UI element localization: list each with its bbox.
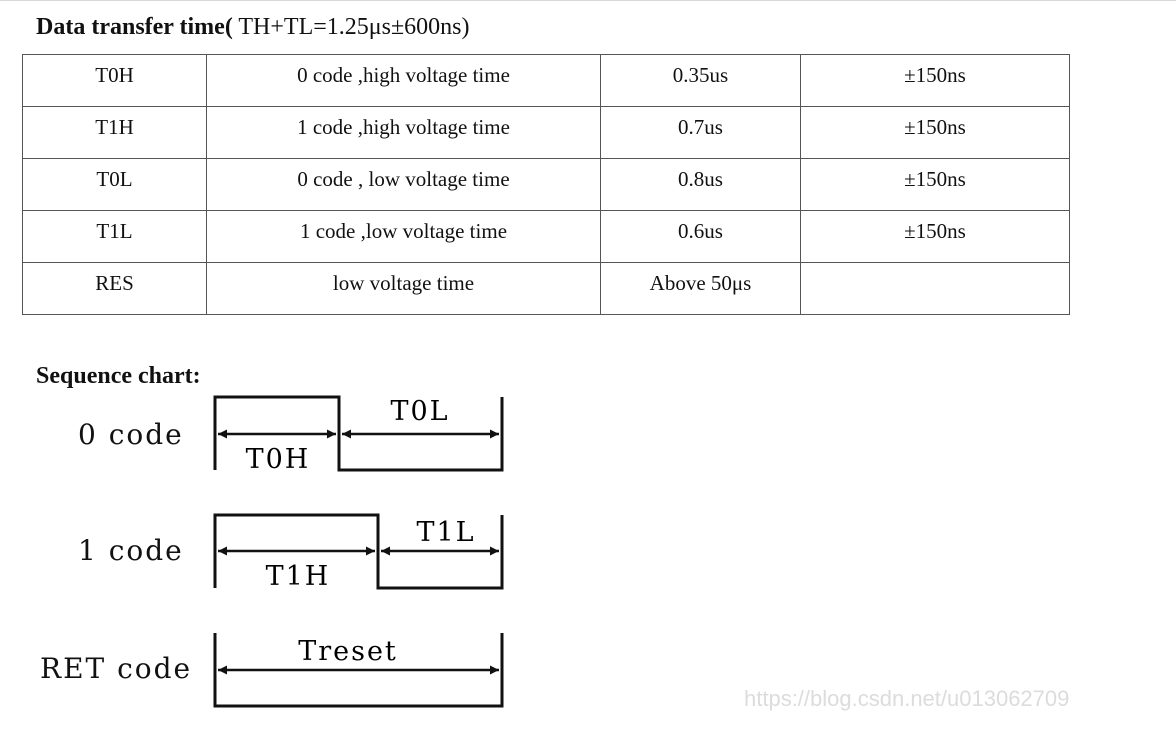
zero-code-waveform: T0H T0L [213, 395, 504, 475]
timing-table: T0H 0 code ,high voltage time 0.35us ±15… [22, 54, 1070, 315]
t1l-label: T1L [416, 517, 475, 548]
table-cell-description: low voltage time [206, 262, 601, 315]
table-cell-value: 0.6us [600, 210, 801, 263]
table-cell-tolerance: ±150ns [800, 210, 1070, 263]
table-cell-symbol: T0L [22, 158, 207, 211]
title-formula: TH+TL=1.25μs±600ns) [232, 14, 470, 40]
ret-code-label: RET code [40, 652, 193, 685]
table-cell-tolerance: ±150ns [800, 54, 1070, 107]
treset-label: Treset [298, 636, 398, 667]
watermark: https://blog.csdn.net/u013062709 [744, 686, 1070, 711]
table-cell-value: Above 50μs [600, 262, 801, 315]
table-cell-tolerance: ±150ns [800, 158, 1070, 211]
table-row: T0L 0 code , low voltage time 0.8us ±150… [22, 158, 1070, 211]
page-title: Data transfer time( TH+TL=1.25μs±600ns) [36, 12, 470, 42]
one-code-label: 1 code [78, 534, 184, 567]
table-cell-description: 1 code ,low voltage time [206, 210, 601, 263]
table-row: T0H 0 code ,high voltage time 0.35us ±15… [22, 54, 1070, 107]
sequence-chart-title: Sequence chart: [36, 363, 201, 389]
table-cell-value: 0.7us [600, 106, 801, 159]
table-cell-value: 0.8us [600, 158, 801, 211]
table-row: T1L 1 code ,low voltage time 0.6us ±150n… [22, 210, 1070, 263]
table-cell-tolerance [800, 262, 1070, 315]
t0l-label: T0L [390, 396, 449, 427]
table-cell-tolerance: ±150ns [800, 106, 1070, 159]
title-bold: Data transfer time( [36, 14, 233, 40]
zero-code-label: 0 code [78, 418, 184, 451]
table-cell-symbol: T0H [22, 54, 207, 107]
one-code-waveform: T1H T1L [213, 513, 504, 592]
top-divider [0, 0, 1176, 1]
t0h-label: T0H [246, 444, 311, 475]
table-row: RES low voltage time Above 50μs [22, 262, 1070, 315]
table-cell-description: 1 code ,high voltage time [206, 106, 601, 159]
table-cell-symbol: RES [22, 262, 207, 315]
table-row: T1H 1 code ,high voltage time 0.7us ±150… [22, 106, 1070, 159]
table-cell-symbol: T1H [22, 106, 207, 159]
t1h-label: T1H [266, 561, 331, 592]
ret-code-waveform: Treset [213, 633, 504, 708]
table-cell-description: 0 code , low voltage time [206, 158, 601, 211]
table-cell-description: 0 code ,high voltage time [206, 54, 601, 107]
